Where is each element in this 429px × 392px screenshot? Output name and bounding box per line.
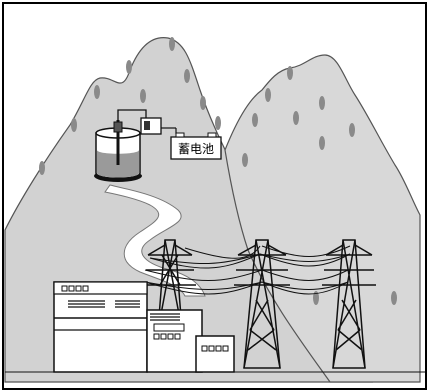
tree-6 bbox=[71, 118, 77, 132]
tree-15 bbox=[349, 123, 355, 137]
sensor-head bbox=[114, 122, 122, 132]
tree-13 bbox=[319, 96, 325, 110]
tree-3 bbox=[184, 69, 190, 83]
tree-2 bbox=[126, 60, 132, 74]
logger-panel bbox=[144, 121, 150, 130]
battery-terminal-left bbox=[176, 133, 184, 137]
tree-12 bbox=[293, 111, 299, 125]
plant-second-block bbox=[147, 310, 202, 372]
tree-17 bbox=[391, 291, 397, 305]
tree-16 bbox=[242, 153, 248, 167]
tree-11 bbox=[252, 113, 258, 127]
tree-9 bbox=[265, 88, 271, 102]
plant-third-block bbox=[196, 336, 234, 372]
tree-14 bbox=[319, 136, 325, 150]
tree-7 bbox=[200, 96, 206, 110]
tree-4 bbox=[140, 89, 146, 103]
battery-terminal-right bbox=[208, 133, 216, 137]
tree-10 bbox=[287, 66, 293, 80]
tree-19 bbox=[39, 161, 45, 175]
tree-1 bbox=[169, 37, 175, 51]
battery-label: 蓄电池 bbox=[178, 142, 214, 156]
tree-8 bbox=[215, 116, 221, 130]
plant-main-block bbox=[54, 282, 147, 372]
tree-5 bbox=[94, 85, 100, 99]
battery: 蓄电池 bbox=[171, 133, 221, 159]
